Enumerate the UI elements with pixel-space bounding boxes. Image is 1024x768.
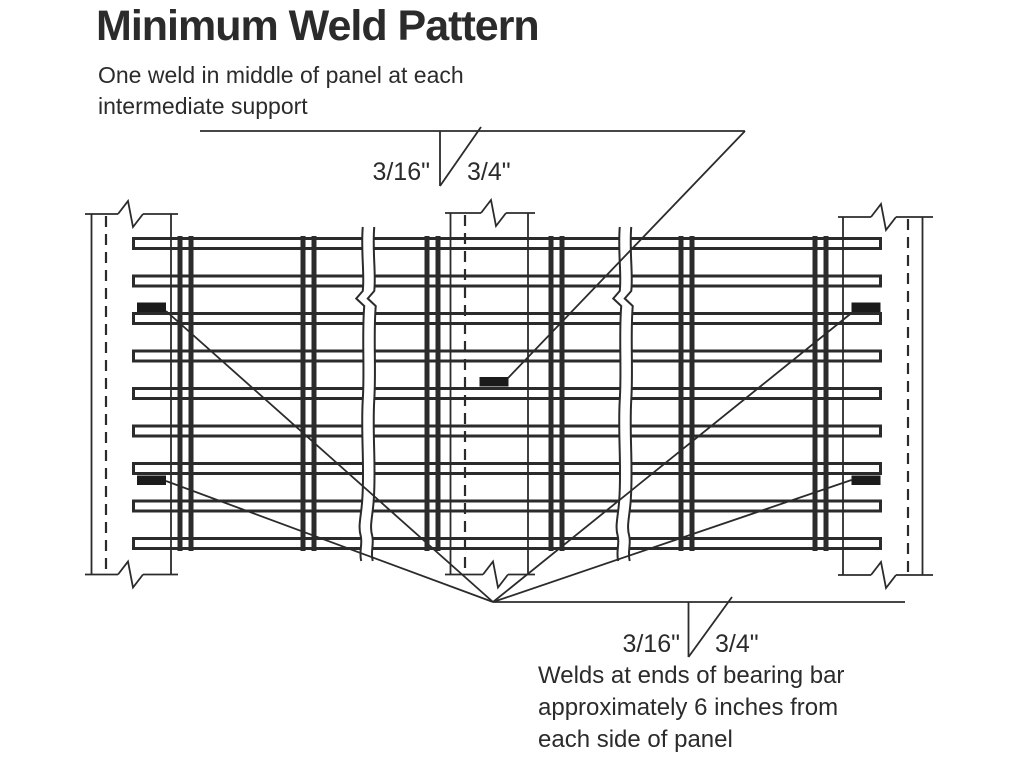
cross-bar xyxy=(678,236,695,551)
leader-top-right-weld xyxy=(492,312,853,603)
weld-size-label: 3/16" xyxy=(372,158,430,186)
weld-length-label: 3/4" xyxy=(715,630,759,658)
leader-lines xyxy=(165,130,853,603)
bearing-bar xyxy=(132,424,882,438)
break-symbol xyxy=(870,561,897,589)
weld-mark-bottom-left xyxy=(137,475,166,485)
weld-mark-top-left xyxy=(137,302,166,312)
bearing-bar xyxy=(132,312,882,325)
weld-marks xyxy=(137,302,881,485)
weld-size-label: 3/16" xyxy=(622,630,680,658)
leader-bottom-right-weld xyxy=(492,479,852,603)
fillet-weld-symbol xyxy=(439,126,482,187)
bearing-bar xyxy=(132,499,882,513)
bearing-bar xyxy=(132,462,882,475)
top-weld-callout: 3/16" 3/4" xyxy=(200,126,745,187)
cross-bar xyxy=(300,236,317,551)
leader-middle-weld xyxy=(507,130,746,379)
break-symbol xyxy=(117,200,144,228)
break-symbol xyxy=(870,203,897,231)
middle-support xyxy=(445,199,535,589)
cross-bar xyxy=(812,236,829,551)
bearing-bar xyxy=(132,537,882,550)
bottom-weld-callout: 3/16" 3/4" xyxy=(493,596,905,658)
bearing-bar xyxy=(132,387,882,400)
top-callout-caption: One weld in middle of panel at each inte… xyxy=(98,62,464,119)
cross-bar xyxy=(548,236,565,551)
bearing-bar xyxy=(132,274,882,288)
bearing-bar xyxy=(132,237,882,250)
weld-mark-top-right xyxy=(851,302,881,312)
page-title: Minimum Weld Pattern xyxy=(96,2,540,50)
right-support xyxy=(838,203,933,589)
cross-bar xyxy=(424,236,441,551)
break-symbol xyxy=(482,560,509,589)
bearing-bars xyxy=(132,237,882,550)
weld-mark-middle xyxy=(479,377,509,387)
bottom-callout-caption: Welds at ends of bearing bar approximate… xyxy=(538,662,845,753)
leader-top-left-weld xyxy=(165,310,494,603)
fillet-weld-symbol xyxy=(687,596,733,658)
bearing-bar xyxy=(132,349,882,363)
leader-bottom-left-weld xyxy=(165,480,494,603)
weld-length-label: 3/4" xyxy=(467,158,511,186)
break-symbol xyxy=(480,199,507,227)
weld-mark-bottom-right xyxy=(851,475,881,485)
break-symbol xyxy=(117,560,144,589)
cross-bars xyxy=(177,236,829,551)
left-support xyxy=(85,200,178,589)
cross-bar xyxy=(177,236,194,551)
